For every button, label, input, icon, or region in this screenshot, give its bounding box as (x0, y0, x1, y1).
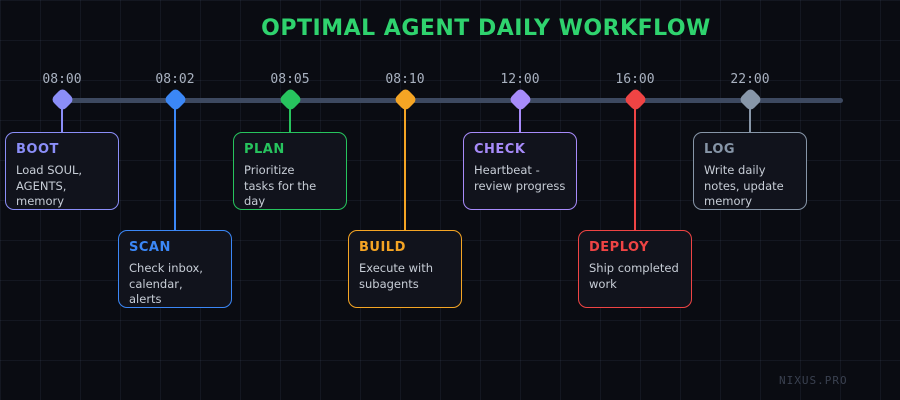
milestone-card: BUILD Execute with subagents (348, 230, 462, 308)
milestone-plan: 08:05 PLAN Prioritize tasks for the day (233, 72, 347, 210)
milestone-dot-icon (737, 87, 763, 112)
milestone-card: LOG Write daily notes, update memory (693, 132, 807, 210)
milestone-card: DEPLOY Ship completed work (578, 230, 692, 308)
milestone-connector (289, 108, 291, 132)
milestone-time: 08:00 (42, 72, 82, 87)
milestone-connector (749, 108, 751, 132)
milestone-card: PLAN Prioritize tasks for the day (233, 132, 347, 210)
milestone-dot-icon (622, 87, 648, 112)
milestone-log: 22:00 LOG Write daily notes, update memo… (693, 72, 807, 210)
milestone-label: LOG (704, 142, 736, 157)
milestone-time: 08:10 (385, 72, 425, 87)
milestone-connector (634, 108, 636, 230)
milestone-label: BUILD (359, 240, 406, 255)
milestone-dot-icon (507, 87, 533, 112)
milestone-card: SCAN Check inbox, calendar, alerts (118, 230, 232, 308)
milestone-label: BOOT (16, 142, 59, 157)
milestone-time: 22:00 (730, 72, 770, 87)
milestone-connector (519, 108, 521, 132)
milestone-dot-icon (392, 87, 418, 112)
milestone-boot: 08:00 BOOT Load SOUL, AGENTS, memory (5, 72, 119, 210)
milestone-time: 08:02 (155, 72, 195, 87)
milestone-description: Check inbox, calendar, alerts (129, 261, 203, 306)
milestone-time: 08:05 (270, 72, 310, 87)
milestone-connector (61, 108, 63, 132)
milestone-description: Execute with subagents (359, 261, 434, 291)
milestone-time: 16:00 (615, 72, 655, 87)
milestone-description: Write daily notes, update memory (704, 163, 784, 208)
milestone-card: CHECK Heartbeat - review progress (463, 132, 577, 210)
milestone-build: 08:10 BUILD Execute with subagents (348, 72, 462, 308)
timeline-bar (55, 98, 843, 103)
milestone-scan: 08:02 SCAN Check inbox, calendar, alerts (118, 72, 232, 308)
milestone-time: 12:00 (500, 72, 540, 87)
milestone-card: BOOT Load SOUL, AGENTS, memory (5, 132, 119, 210)
milestone-dot-icon (49, 87, 75, 112)
milestone-label: SCAN (129, 240, 171, 255)
milestone-description: Heartbeat - review progress (474, 163, 566, 193)
milestone-connector (404, 108, 406, 230)
milestone-description: Prioritize tasks for the day (244, 163, 317, 208)
milestone-connector (174, 108, 176, 230)
milestone-deploy: 16:00 DEPLOY Ship completed work (578, 72, 692, 308)
milestone-label: DEPLOY (589, 240, 650, 255)
milestone-label: CHECK (474, 142, 526, 157)
milestone-dot-icon (277, 87, 303, 112)
milestone-check: 12:00 CHECK Heartbeat - review progress (463, 72, 577, 210)
milestone-description: Ship completed work (589, 261, 679, 291)
watermark: NIXUS.PRO (779, 374, 848, 387)
milestone-label: PLAN (244, 142, 285, 157)
milestone-description: Load SOUL, AGENTS, memory (16, 163, 83, 208)
milestone-dot-icon (162, 87, 188, 112)
page-title: OPTIMAL AGENT DAILY WORKFLOW (261, 16, 711, 41)
